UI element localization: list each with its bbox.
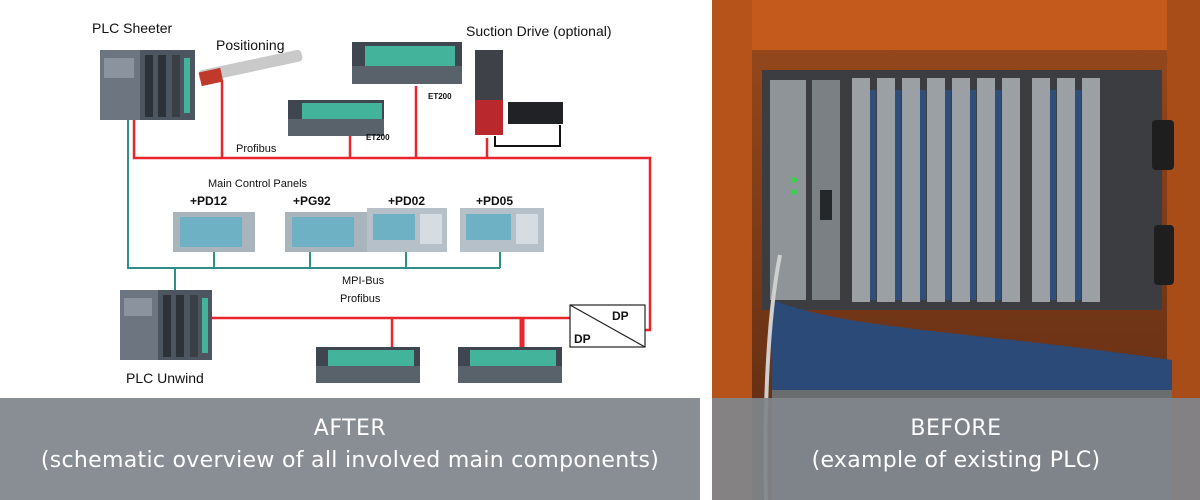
profibus-top-bus (132, 118, 652, 332)
et200-module-upper (352, 42, 462, 84)
main-control-panels-label: Main Control Panels (208, 178, 308, 190)
profibus-mid-label: Profibus (340, 293, 381, 305)
io-module-bottom-1 (316, 347, 420, 383)
profibus-top-label: Profibus (236, 143, 277, 155)
before-panel: BEFORE (example of existing PLC) (712, 0, 1200, 500)
hmi-panel-pd02 (367, 208, 447, 252)
mpi-network (127, 118, 501, 292)
suction-drive-device (475, 50, 563, 147)
hmi-panel-pg92 (285, 212, 367, 252)
plc-unwind-label: PLC Unwind (126, 370, 204, 386)
after-caption: AFTER (schematic overview of all involve… (0, 398, 700, 500)
after-caption-subtitle: (schematic overview of all involved main… (40, 448, 660, 473)
plc-sheeter-device (100, 50, 195, 120)
suction-drive-label: Suction Drive (optional) (466, 23, 612, 39)
before-caption-title: BEFORE (910, 416, 1002, 441)
after-caption-title: AFTER (313, 416, 387, 441)
mpi-trunk (127, 118, 500, 269)
panel-pd05-label: +PD05 (476, 194, 514, 208)
before-caption-subtitle: (example of existing PLC) (811, 448, 1101, 473)
mpi-bus-label: MPI-Bus (342, 275, 385, 287)
positioning-label: Positioning (216, 37, 285, 53)
dp-bottom-label: DP (574, 332, 591, 346)
et200-lower-label: ET200 (366, 133, 390, 142)
profibus-network (132, 80, 652, 347)
io-module-bottom-2 (458, 347, 562, 383)
after-panel: PLC Sheeter Positioning Suction Drive (o… (0, 20, 700, 500)
schematic-diagram (100, 42, 652, 383)
plc-unwind-device (120, 290, 212, 360)
et200-module-lower (288, 100, 384, 136)
hmi-panel-pd05 (460, 208, 544, 252)
before-caption: BEFORE (example of existing PLC) (712, 398, 1200, 500)
positioning-sensor (198, 49, 303, 87)
panel-pd02-label: +PD02 (388, 194, 426, 208)
dp-dp-coupler (569, 304, 646, 348)
panel-pg92-label: +PG92 (293, 194, 331, 208)
dp-top-label: DP (612, 309, 629, 323)
hmi-panel-pd12 (173, 212, 255, 252)
panel-pd12-label: +PD12 (190, 194, 228, 208)
et200-upper-label: ET200 (428, 92, 452, 101)
plc-sheeter-label: PLC Sheeter (92, 20, 173, 36)
